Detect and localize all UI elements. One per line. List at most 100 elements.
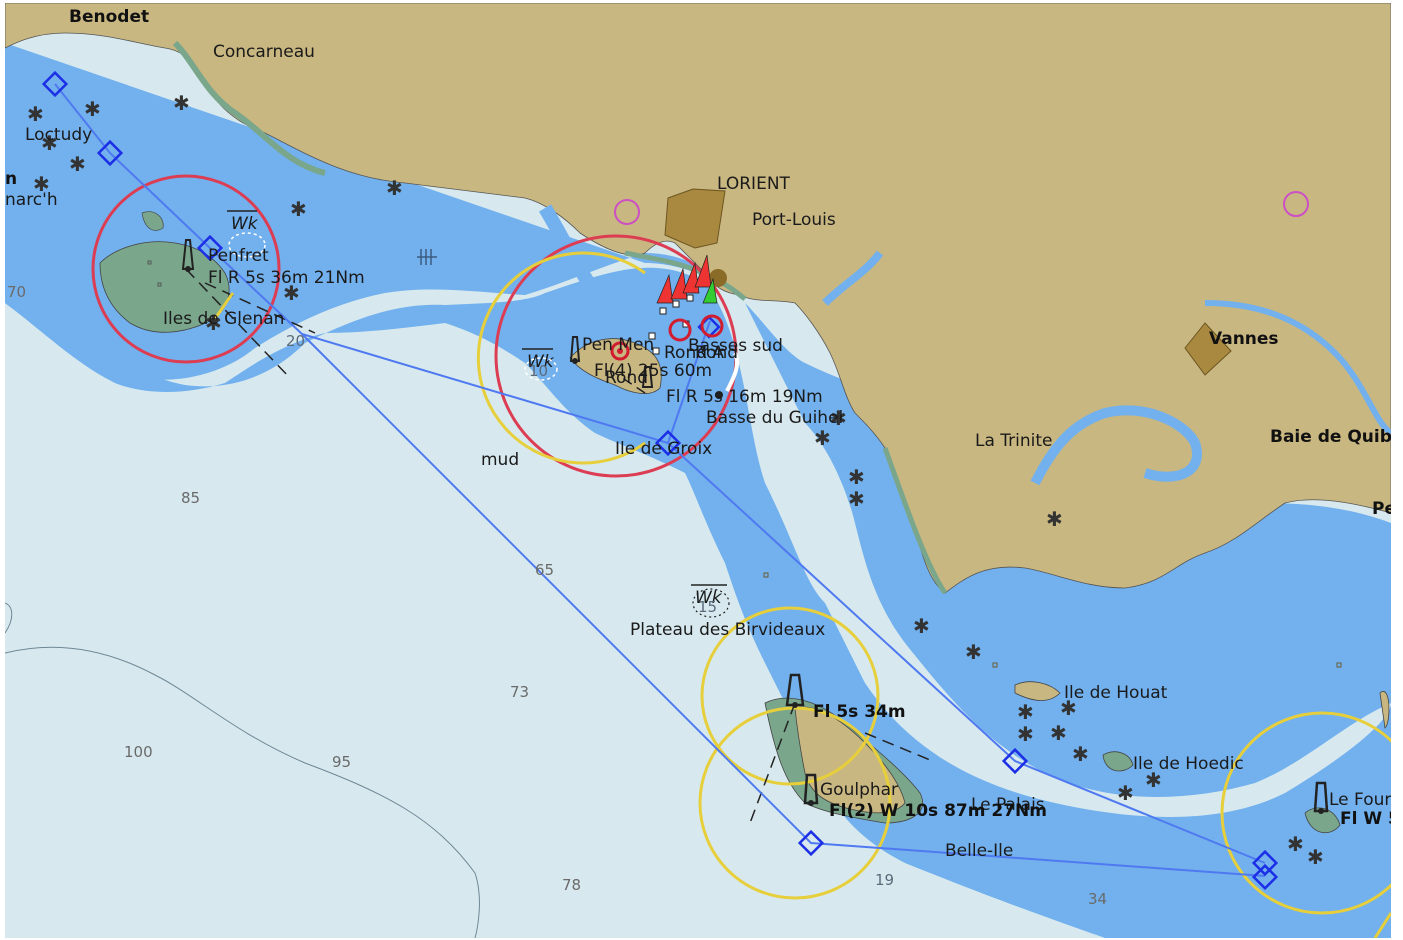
waypoint-marker[interactable] [196,234,224,262]
sounding: 34 [1088,890,1107,908]
nautical-chart-view[interactable]: Wk Wk Wk ✱ ✱ ✱ ✱ ✱ ✱ ✱ ✱ ✱ ✱ ✱ ✱ ✱ ✱ ✱ ✱… [5,3,1391,938]
lateral-buoy-red[interactable] [656,273,674,304]
islet [141,211,164,231]
rock-symbol: ✱ [848,487,865,511]
wreck-groix[interactable]: Wk [522,348,558,381]
waypoint-marker[interactable] [1251,863,1279,891]
rock-symbol: ✱ [1072,742,1089,766]
beacon[interactable] [672,300,680,308]
place-goulphar: Goulphar [820,780,898,800]
sector-limit-line [204,282,316,334]
waypoint-marker[interactable] [1001,747,1029,775]
birvideaux-light-sector[interactable] [700,606,880,786]
waypoint-marker[interactable] [654,429,682,457]
place-lorient: LORIENT [717,174,791,194]
leading-line [725,352,740,392]
rock-symbol: ✱ [1050,721,1067,745]
route[interactable] [54,83,1266,877]
rock-symbol: ✱ [1117,781,1134,805]
route-line-lorient[interactable] [667,320,711,444]
pen-men-light-sector-yellow[interactable] [476,251,646,465]
lorient-built-up [664,188,726,249]
seabed-nature: mud [481,450,519,470]
place-port-louis: Port-Louis [752,210,836,230]
beacon[interactable] [648,332,656,340]
wreck-birvideaux[interactable]: Wk [691,584,730,618]
rock-symbol: ✱ [1287,832,1304,856]
light-descriptions: Fl R 5s 36m 21Nm Fl(4) 25s 60m Fl R 5s 1… [208,268,1391,829]
place-iles-de-glenan: Iles de Glenan [163,309,284,329]
place-le-four: Le Four [1329,790,1391,810]
place-rond: Rond A [664,343,724,363]
sounding: 65 [535,561,554,579]
place-penfret: Penfret [208,246,269,266]
soundings: 70 85 65 73 95 100 78 34 15 19 10 20 [7,283,1107,908]
lateral-buoy-green[interactable] [702,277,718,304]
le-four-light-sector[interactable] [1220,711,1391,915]
place-penmarch: n [5,169,17,189]
lighthouse-pen-men[interactable] [569,336,581,364]
chart-canvas[interactable]: Wk Wk Wk ✱ ✱ ✱ ✱ ✱ ✱ ✱ ✱ ✱ ✱ ✱ ✱ ✱ ✱ ✱ ✱… [5,3,1391,938]
anchorage-symbol[interactable] [1283,191,1309,217]
waypoint-marker[interactable] [797,829,825,857]
rock-symbol: ✱ [290,197,307,221]
lateral-buoy-red[interactable] [670,267,688,300]
light-guihel[interactable] [715,391,723,399]
penfret-light-sector[interactable] [91,174,281,364]
beacon[interactable] [659,307,667,315]
lighthouse-le-four[interactable] [1313,781,1329,814]
lateral-buoy-red[interactable] [682,261,700,294]
morbihan-inlet [1030,405,1202,486]
lorient-buoy-cluster[interactable] [610,254,740,392]
sector-limit-line [749,702,796,824]
sounding: 15 [698,598,717,616]
route-line-south[interactable] [301,333,1266,877]
place-vannes: Vannes [1209,329,1279,349]
sector-limit-line [864,732,931,761]
place-benodet: Benodet [69,7,149,27]
beacon[interactable] [686,294,694,302]
rock-symbol: ✱ [1060,696,1077,720]
light-red-dot [617,348,623,354]
lighthouse-birvideaux[interactable] [785,673,805,708]
le-four-islet [1304,807,1341,834]
light-red-circle[interactable] [700,314,724,338]
light-birvideaux-text: Fl 5s 34m [813,702,906,722]
light-goulphar-text: Fl(2) W 10s 87m 27Nm [829,801,1047,821]
beacon[interactable] [652,347,660,355]
place-rond: Rond [695,343,738,363]
sounding: 10 [529,362,548,380]
wreck-glenan[interactable]: Wk [227,210,266,258]
lighthouse-penfret[interactable] [181,239,195,272]
blavet-inlet [538,204,629,309]
anchorage-symbol[interactable] [614,199,640,225]
depth-contour-100 [5,646,480,938]
sector-arc [213,292,235,320]
ile-de-houat [1014,681,1061,701]
waypoint-marker[interactable] [1251,849,1279,877]
lighthouse-rond[interactable] [641,366,654,388]
light-red-circle[interactable] [610,341,630,361]
lateral-buoy-red[interactable] [694,254,712,288]
lighthouse-goulphar[interactable] [803,773,819,806]
small-buoys [147,260,1342,668]
place-names: Benodet Concarneau Loctudy n narc'h LORI… [5,7,1391,861]
sounding: 20 [286,332,305,350]
place-loctudy: Loctudy [25,125,92,145]
rock-symbol: ✱ [1017,722,1034,746]
rock-symbol: ✱ [386,176,403,200]
place-basse-du-guihel: Basse du Guihel [706,408,843,428]
sector-limit-line [614,372,646,394]
place-ile-de-groix: Ile de Groix [615,439,712,459]
place-la-trinite: La Trinite [975,431,1053,451]
waypoint-marker[interactable] [41,70,69,98]
foreshore [172,40,326,176]
river-vannes [1204,300,1391,436]
wreck-label: Wk [695,588,723,608]
place-belle-ile: Belle-Ile [945,841,1013,861]
light-le-four-text: Fl W 5 [1340,809,1391,829]
waypoint-marker[interactable] [96,139,124,167]
light-red-circle[interactable] [668,318,692,342]
rock-symbol: ✱ [1307,845,1324,869]
rock-symbol: ✱ [814,426,831,450]
